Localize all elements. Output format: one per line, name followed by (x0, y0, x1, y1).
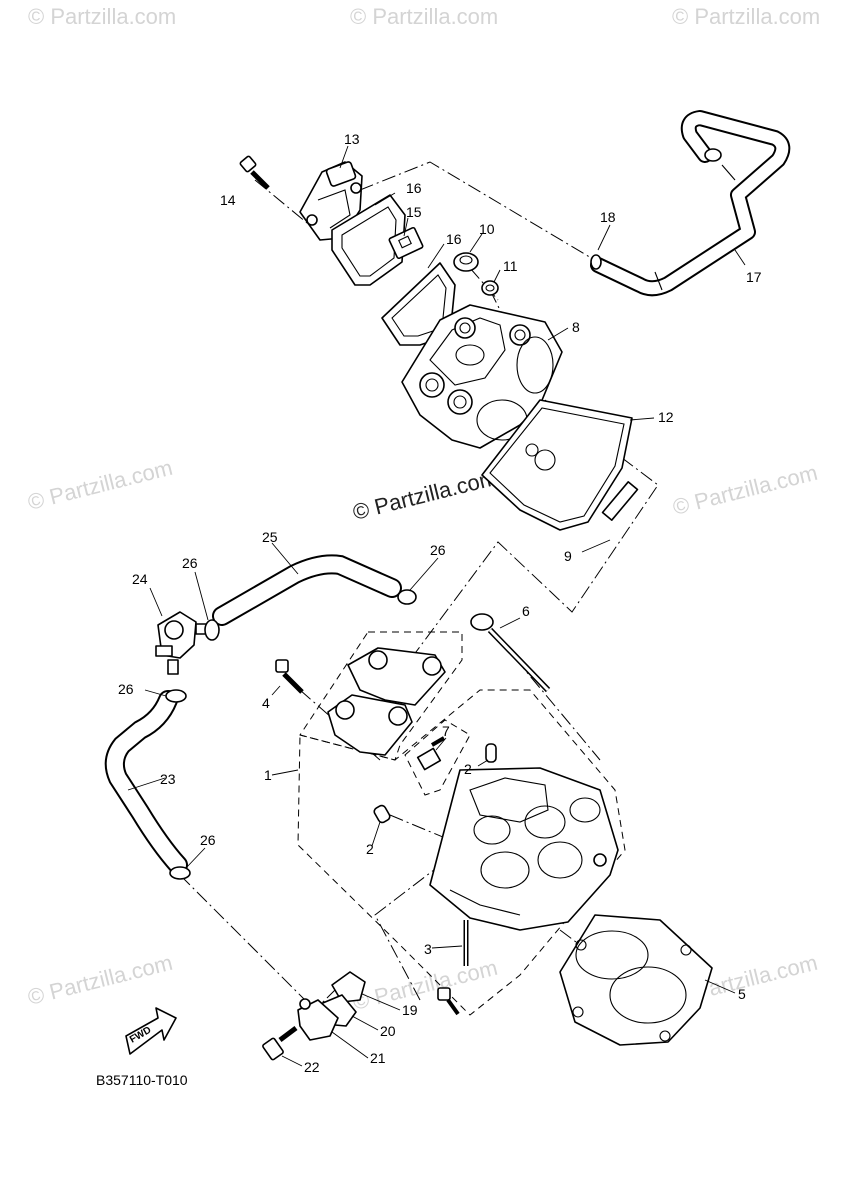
callout-numbers: 1 2 2 3 4 5 6 7 8 9 10 11 12 13 14 15 16… (118, 131, 762, 1075)
bolt-small (437, 987, 460, 1016)
leader-lines (127, 145, 746, 1067)
callout-18: 18 (600, 209, 616, 225)
clamp-26-b (397, 589, 417, 605)
watermark-mid-right: © Partzilla.com (670, 460, 820, 520)
callout-24: 24 (132, 571, 148, 587)
bolt-22 (262, 1026, 298, 1061)
seal-11 (481, 280, 499, 296)
callout-7: 7 (442, 723, 450, 739)
callout-5: 5 (738, 986, 746, 1002)
watermark-top-left: © Partzilla.com (28, 4, 176, 29)
group-outlines (297, 631, 626, 1016)
callout-22: 22 (304, 1059, 320, 1075)
callout-8: 8 (572, 319, 580, 335)
clamp-26-d (169, 866, 191, 880)
joint-21 (297, 998, 339, 1041)
clamp-26-c (165, 689, 187, 703)
grommet-10 (453, 252, 479, 272)
cylinder-head (429, 767, 619, 931)
sensor-7 (416, 736, 446, 771)
callout-11: 11 (503, 258, 518, 274)
callout-26-d: 26 (200, 832, 216, 848)
cylinder-gasket-5 (559, 914, 713, 1046)
dowel-pin-2-b (373, 804, 391, 824)
callout-2-c: 2 (420, 787, 428, 803)
callout-10: 10 (479, 221, 495, 237)
callout-15: 15 (406, 204, 422, 220)
watermark-top-center: © Partzilla.com (350, 4, 498, 29)
callout-26-c: 26 (118, 681, 134, 697)
camshaft-caps (327, 647, 446, 756)
callout-4: 4 (262, 695, 270, 711)
callout-16-b: 16 (446, 231, 462, 247)
callout-23: 23 (160, 771, 176, 787)
callout-26-a: 26 (182, 555, 198, 571)
watermark-mid-left: © Partzilla.com (25, 455, 175, 515)
callout-12: 12 (658, 409, 674, 425)
hose-25 (212, 554, 402, 626)
gasket-16-a (331, 194, 406, 286)
callout-20: 20 (380, 1023, 396, 1039)
plate-9 (601, 481, 639, 521)
cover-gasket-12 (481, 399, 633, 531)
callout-17: 17 (746, 269, 762, 285)
watermark-bottom-center: © Partzilla.com (350, 955, 500, 1015)
callout-16-a: 16 (406, 180, 422, 196)
callout-26-b: 26 (430, 542, 446, 558)
long-bolt-6 (470, 613, 551, 693)
diagram-code: B357110-T010 (96, 1072, 188, 1088)
callout-6: 6 (522, 603, 530, 619)
callout-14: 14 (220, 192, 236, 208)
hose-23 (104, 690, 188, 875)
callout-13: 13 (344, 131, 360, 147)
callout-2-a: 2 (464, 761, 472, 777)
air-cut-valve-24 (155, 611, 211, 675)
clip-18 (590, 254, 602, 270)
clamp-26-a (204, 619, 220, 641)
watermark-mid-center: © Partzilla.com (350, 465, 500, 525)
callout-19: 19 (402, 1002, 418, 1018)
bolt-4 (275, 659, 304, 694)
head-cover-8 (401, 304, 563, 449)
callout-1: 1 (264, 767, 272, 783)
callout-25: 25 (262, 529, 278, 545)
callout-3: 3 (424, 941, 432, 957)
callout-9: 9 (564, 548, 572, 564)
watermark-bottom-left: © Partzilla.com (25, 950, 175, 1010)
callout-21: 21 (370, 1050, 386, 1066)
reed-plate-15 (388, 226, 424, 260)
callout-2-b: 2 (366, 841, 374, 857)
watermark-top-right: © Partzilla.com (672, 4, 820, 29)
breather-hose-17 (590, 110, 791, 297)
fwd-arrow: FWD (125, 1007, 177, 1055)
bolt-14 (239, 155, 270, 190)
dowel-pin-2-a (485, 743, 497, 763)
